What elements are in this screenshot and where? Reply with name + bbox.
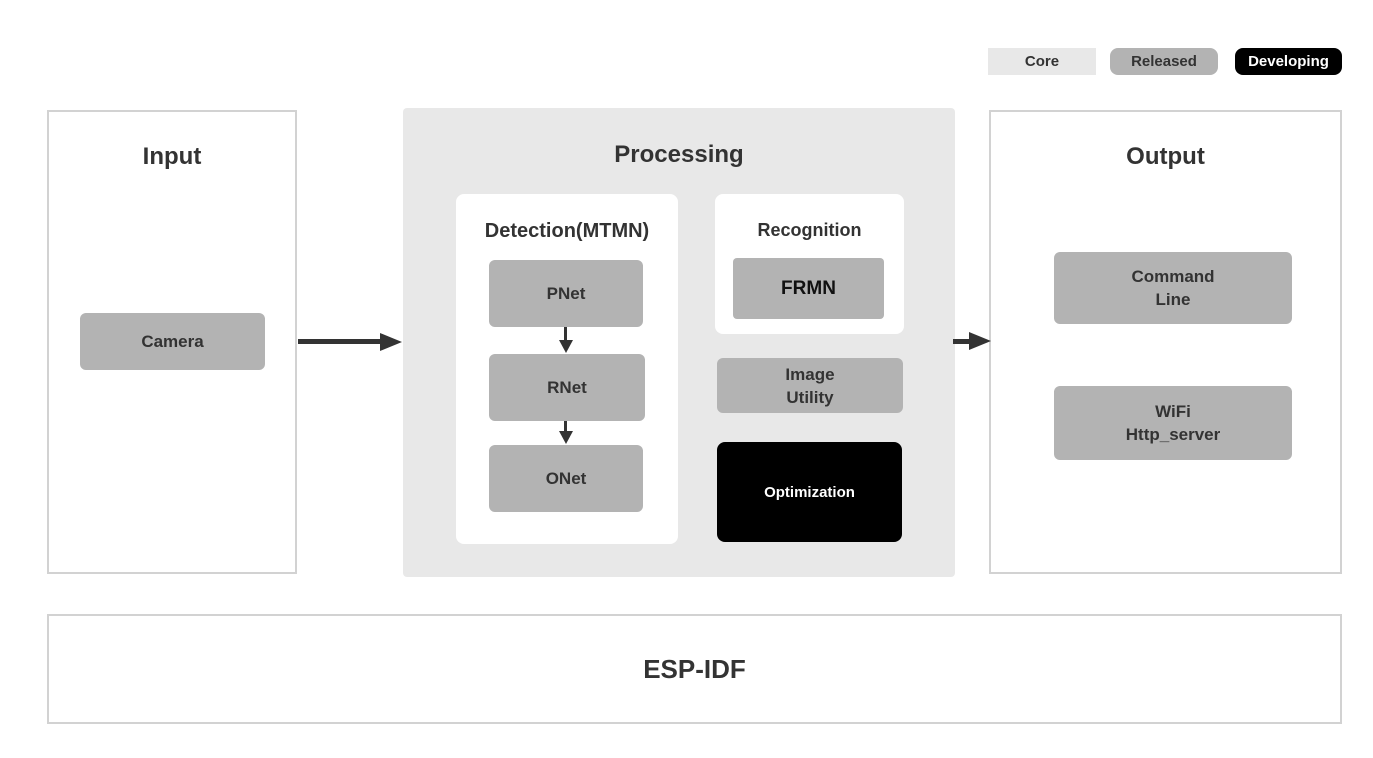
optimization-node: Optimization bbox=[717, 442, 902, 542]
legend-developing-badge: Developing bbox=[1235, 48, 1342, 75]
pnet-to-rnet-arrow-line bbox=[564, 327, 567, 341]
command-line-node: Command Line bbox=[1054, 252, 1292, 324]
input-to-processing-arrow-head bbox=[380, 333, 402, 351]
processing-to-output-arrow-line bbox=[953, 339, 973, 344]
output-panel-title: Output bbox=[1126, 143, 1205, 170]
image-utility-node: Image Utility bbox=[717, 358, 903, 413]
rnet-node: RNet bbox=[489, 354, 645, 421]
output-panel: Output Command Line WiFi Http_server bbox=[989, 110, 1342, 574]
rnet-to-onet-arrow-line bbox=[564, 421, 567, 433]
wifi-http-server-node: WiFi Http_server bbox=[1054, 386, 1292, 460]
frmn-node: FRMN bbox=[733, 258, 884, 319]
pnet-to-rnet-arrow-head bbox=[559, 340, 573, 353]
processing-panel-title: Processing bbox=[614, 141, 744, 168]
input-panel-title: Input bbox=[142, 143, 202, 170]
pnet-node: PNet bbox=[489, 260, 643, 327]
recognition-group-title: Recognition bbox=[757, 220, 862, 240]
esp-idf-panel: ESP-IDF bbox=[47, 614, 1342, 724]
recognition-group: Recognition FRMN bbox=[715, 194, 904, 334]
detection-group-title: Detection(MTMN) bbox=[484, 220, 650, 242]
processing-panel: Processing Detection(MTMN) PNet RNet ONe… bbox=[403, 108, 955, 577]
camera-node: Camera bbox=[80, 313, 265, 370]
input-to-processing-arrow-line bbox=[298, 339, 382, 344]
rnet-to-onet-arrow-head bbox=[559, 431, 573, 444]
processing-to-output-arrow-head bbox=[969, 332, 991, 350]
onet-node: ONet bbox=[489, 445, 643, 512]
input-panel: Input Camera bbox=[47, 110, 297, 574]
detection-group: Detection(MTMN) PNet RNet ONet bbox=[456, 194, 678, 544]
legend-core-badge: Core bbox=[988, 48, 1096, 75]
esp-idf-title: ESP-IDF bbox=[643, 653, 746, 684]
legend-released-badge: Released bbox=[1110, 48, 1218, 75]
